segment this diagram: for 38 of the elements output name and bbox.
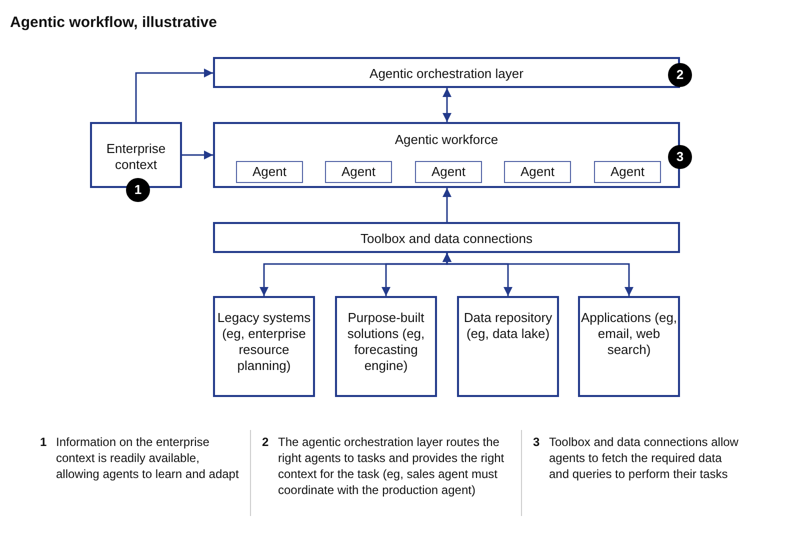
arrow — [182, 150, 213, 160]
agent-box — [325, 161, 392, 183]
agent-label: Agent — [252, 164, 286, 180]
box-label: Enterprise context — [105, 141, 167, 173]
box-label: Applications (eg, email, web search) — [580, 310, 678, 358]
footnote-number: 2 — [262, 434, 269, 450]
box-label: Data repository (eg, data lake) — [462, 310, 554, 342]
agent-box — [415, 161, 482, 183]
footnote-text: Information on the enterprise context is readily available, allowing agents to learn and adapt — [56, 434, 240, 482]
footnote-number: 1 — [40, 434, 47, 450]
agent-label: Agent — [432, 164, 466, 180]
agent-label: Agent — [610, 164, 644, 180]
box-label: Purpose-built solutions (eg, forecasting engine) — [346, 310, 426, 374]
agent-box — [504, 161, 571, 183]
process-box — [213, 222, 680, 253]
process-box — [457, 296, 559, 397]
agent-box — [594, 161, 661, 183]
agent-label: Agent — [342, 164, 376, 180]
box-label: Toolbox and data connections — [360, 231, 532, 247]
diagram-title: Agentic workflow, illustrative — [10, 14, 217, 31]
agent-box — [236, 161, 303, 183]
footnote-number: 3 — [533, 434, 540, 450]
callout-number: 1 — [126, 178, 150, 202]
agent-label: Agent — [520, 164, 554, 180]
arrow — [442, 188, 452, 222]
callout-number: 2 — [668, 62, 692, 86]
box-label: Legacy systems (eg, enterprise resource planning) — [216, 310, 312, 374]
arrow — [442, 253, 634, 296]
arrow — [135, 68, 213, 122]
process-box — [213, 296, 315, 397]
footnote-text: The agentic orchestration layer routes the right agents to tasks and provides the right context for the task (eg, sales agent must coordinate with the production agent) — [278, 434, 506, 498]
process-box — [578, 296, 680, 397]
callout-number: 3 — [668, 145, 692, 169]
footnote-text: Toolbox and data connections allow agents to fetch the required data and queries to perform their tasks — [549, 434, 739, 482]
process-box — [335, 296, 437, 397]
arrow — [442, 88, 452, 122]
box-label: Agentic workforce — [394, 132, 498, 148]
box-label: Agentic orchestration layer — [370, 66, 524, 82]
